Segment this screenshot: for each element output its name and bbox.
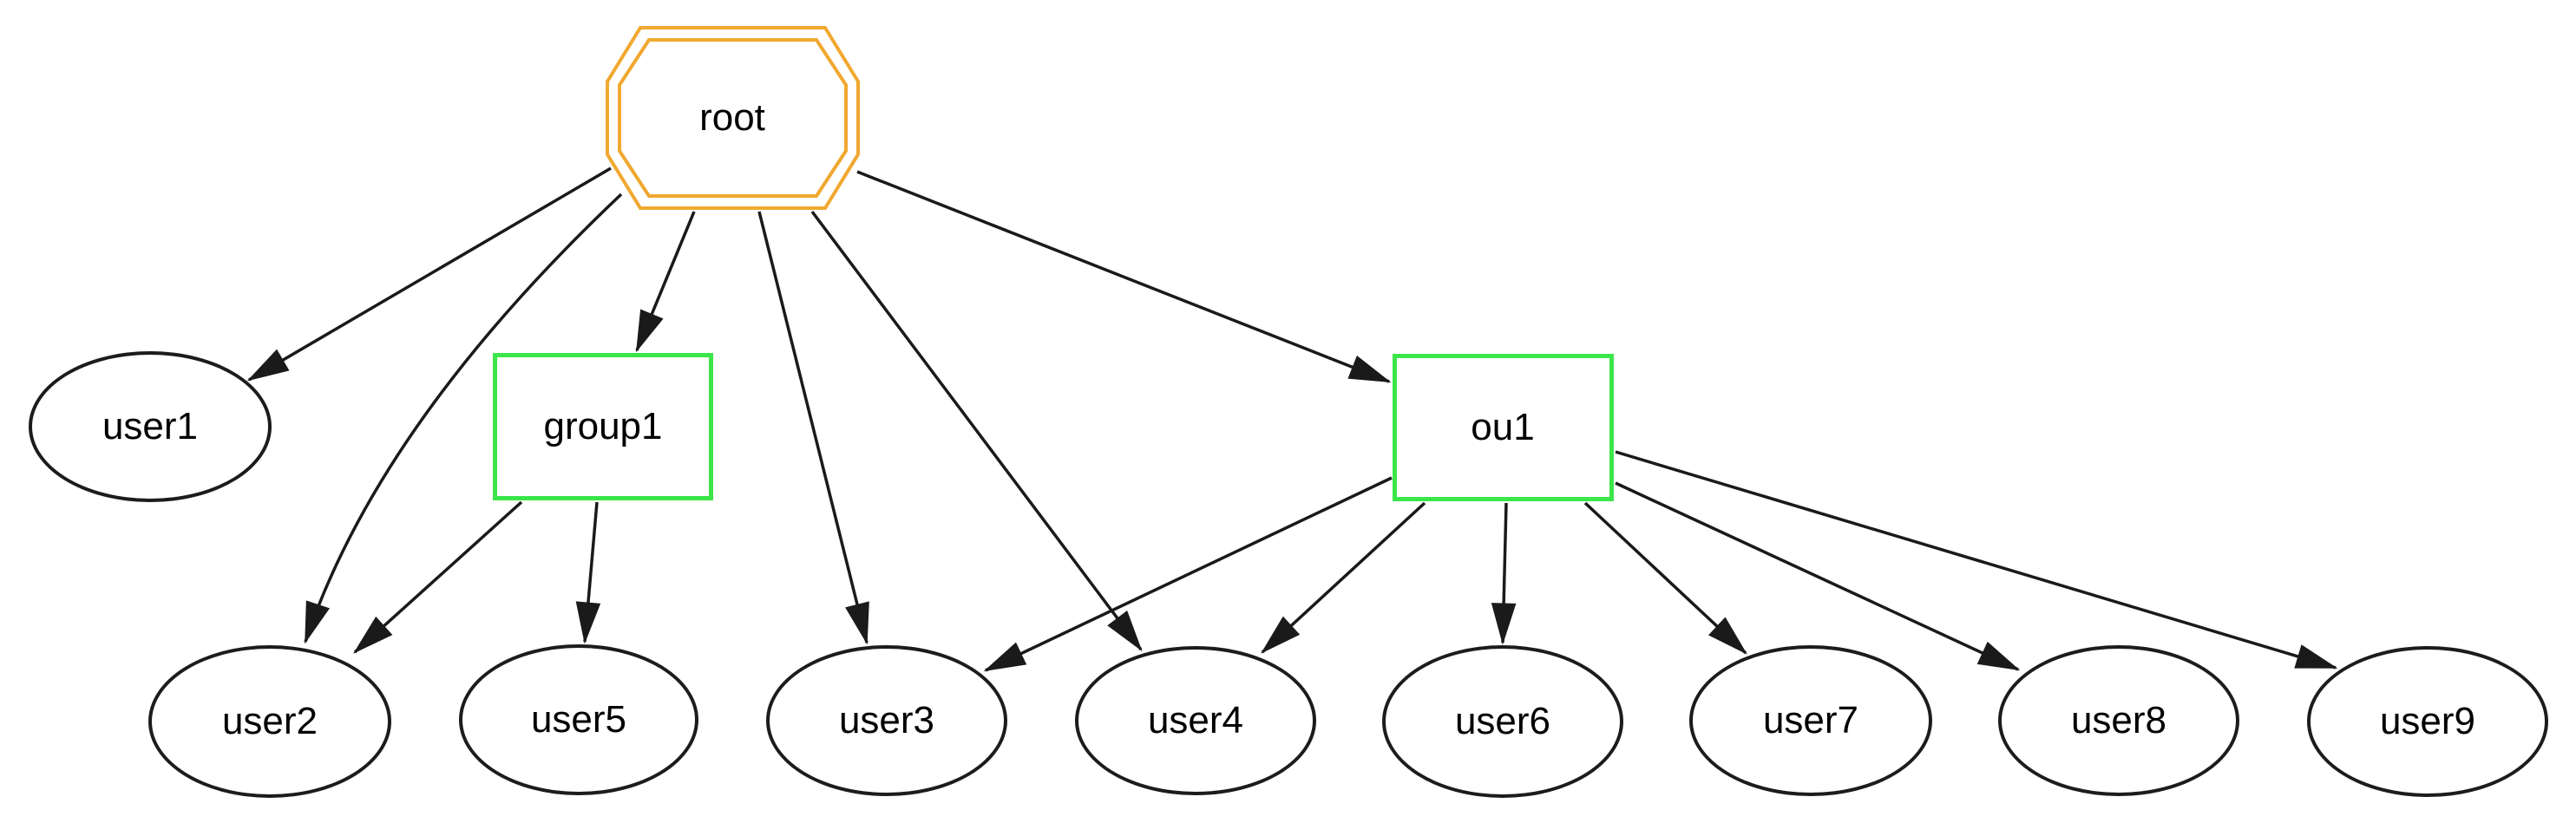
node-user2: user2 [148, 645, 391, 798]
edge-ou1-user3 [983, 476, 1393, 672]
node-label-user7: user7 [1762, 699, 1859, 741]
edge-root-ou1 [856, 170, 1392, 383]
node-label-user3: user3 [838, 699, 935, 741]
node-group1: group1 [493, 353, 713, 500]
node-user7: user7 [1689, 645, 1932, 796]
node-user8: user8 [1998, 645, 2239, 796]
node-label-ou1: ou1 [1471, 406, 1535, 448]
node-user5: user5 [459, 644, 698, 795]
node-label-user9: user9 [2379, 700, 2476, 742]
node-label-user8: user8 [2070, 699, 2167, 741]
octagon-inner [617, 38, 848, 198]
node-user3: user3 [766, 645, 1007, 796]
node-label-group1: group1 [543, 405, 663, 447]
node-label-user1: user1 [102, 405, 199, 447]
edge-root-user1 [246, 167, 612, 382]
edge-ou1-user7 [1583, 501, 1747, 655]
edge-ou1-user9 [1615, 450, 2338, 670]
edge-ou1-user4 [1261, 501, 1426, 654]
node-label-user4: user4 [1147, 699, 1244, 741]
edge-group1-user2 [353, 500, 523, 654]
edge-ou1-user8 [1615, 481, 2021, 671]
node-label-user6: user6 [1454, 700, 1551, 742]
node-label-user2: user2 [221, 700, 318, 742]
node-ou1: ou1 [1392, 354, 1614, 501]
edge-root-user4 [810, 210, 1143, 652]
node-label-root: root [699, 96, 765, 139]
edge-group1-user5 [575, 501, 601, 644]
node-user1: user1 [29, 351, 272, 502]
node-user4: user4 [1075, 646, 1316, 795]
node-root: root [605, 26, 860, 210]
node-user9: user9 [2307, 646, 2548, 797]
edge-root-group1 [635, 211, 696, 353]
double-octagon-outline [605, 26, 860, 210]
edge-root-user3 [757, 211, 869, 645]
edge-ou1-user6 [1491, 502, 1517, 645]
octagon-outer [605, 26, 860, 210]
node-user6: user6 [1382, 645, 1623, 798]
node-label-user5: user5 [530, 698, 627, 741]
